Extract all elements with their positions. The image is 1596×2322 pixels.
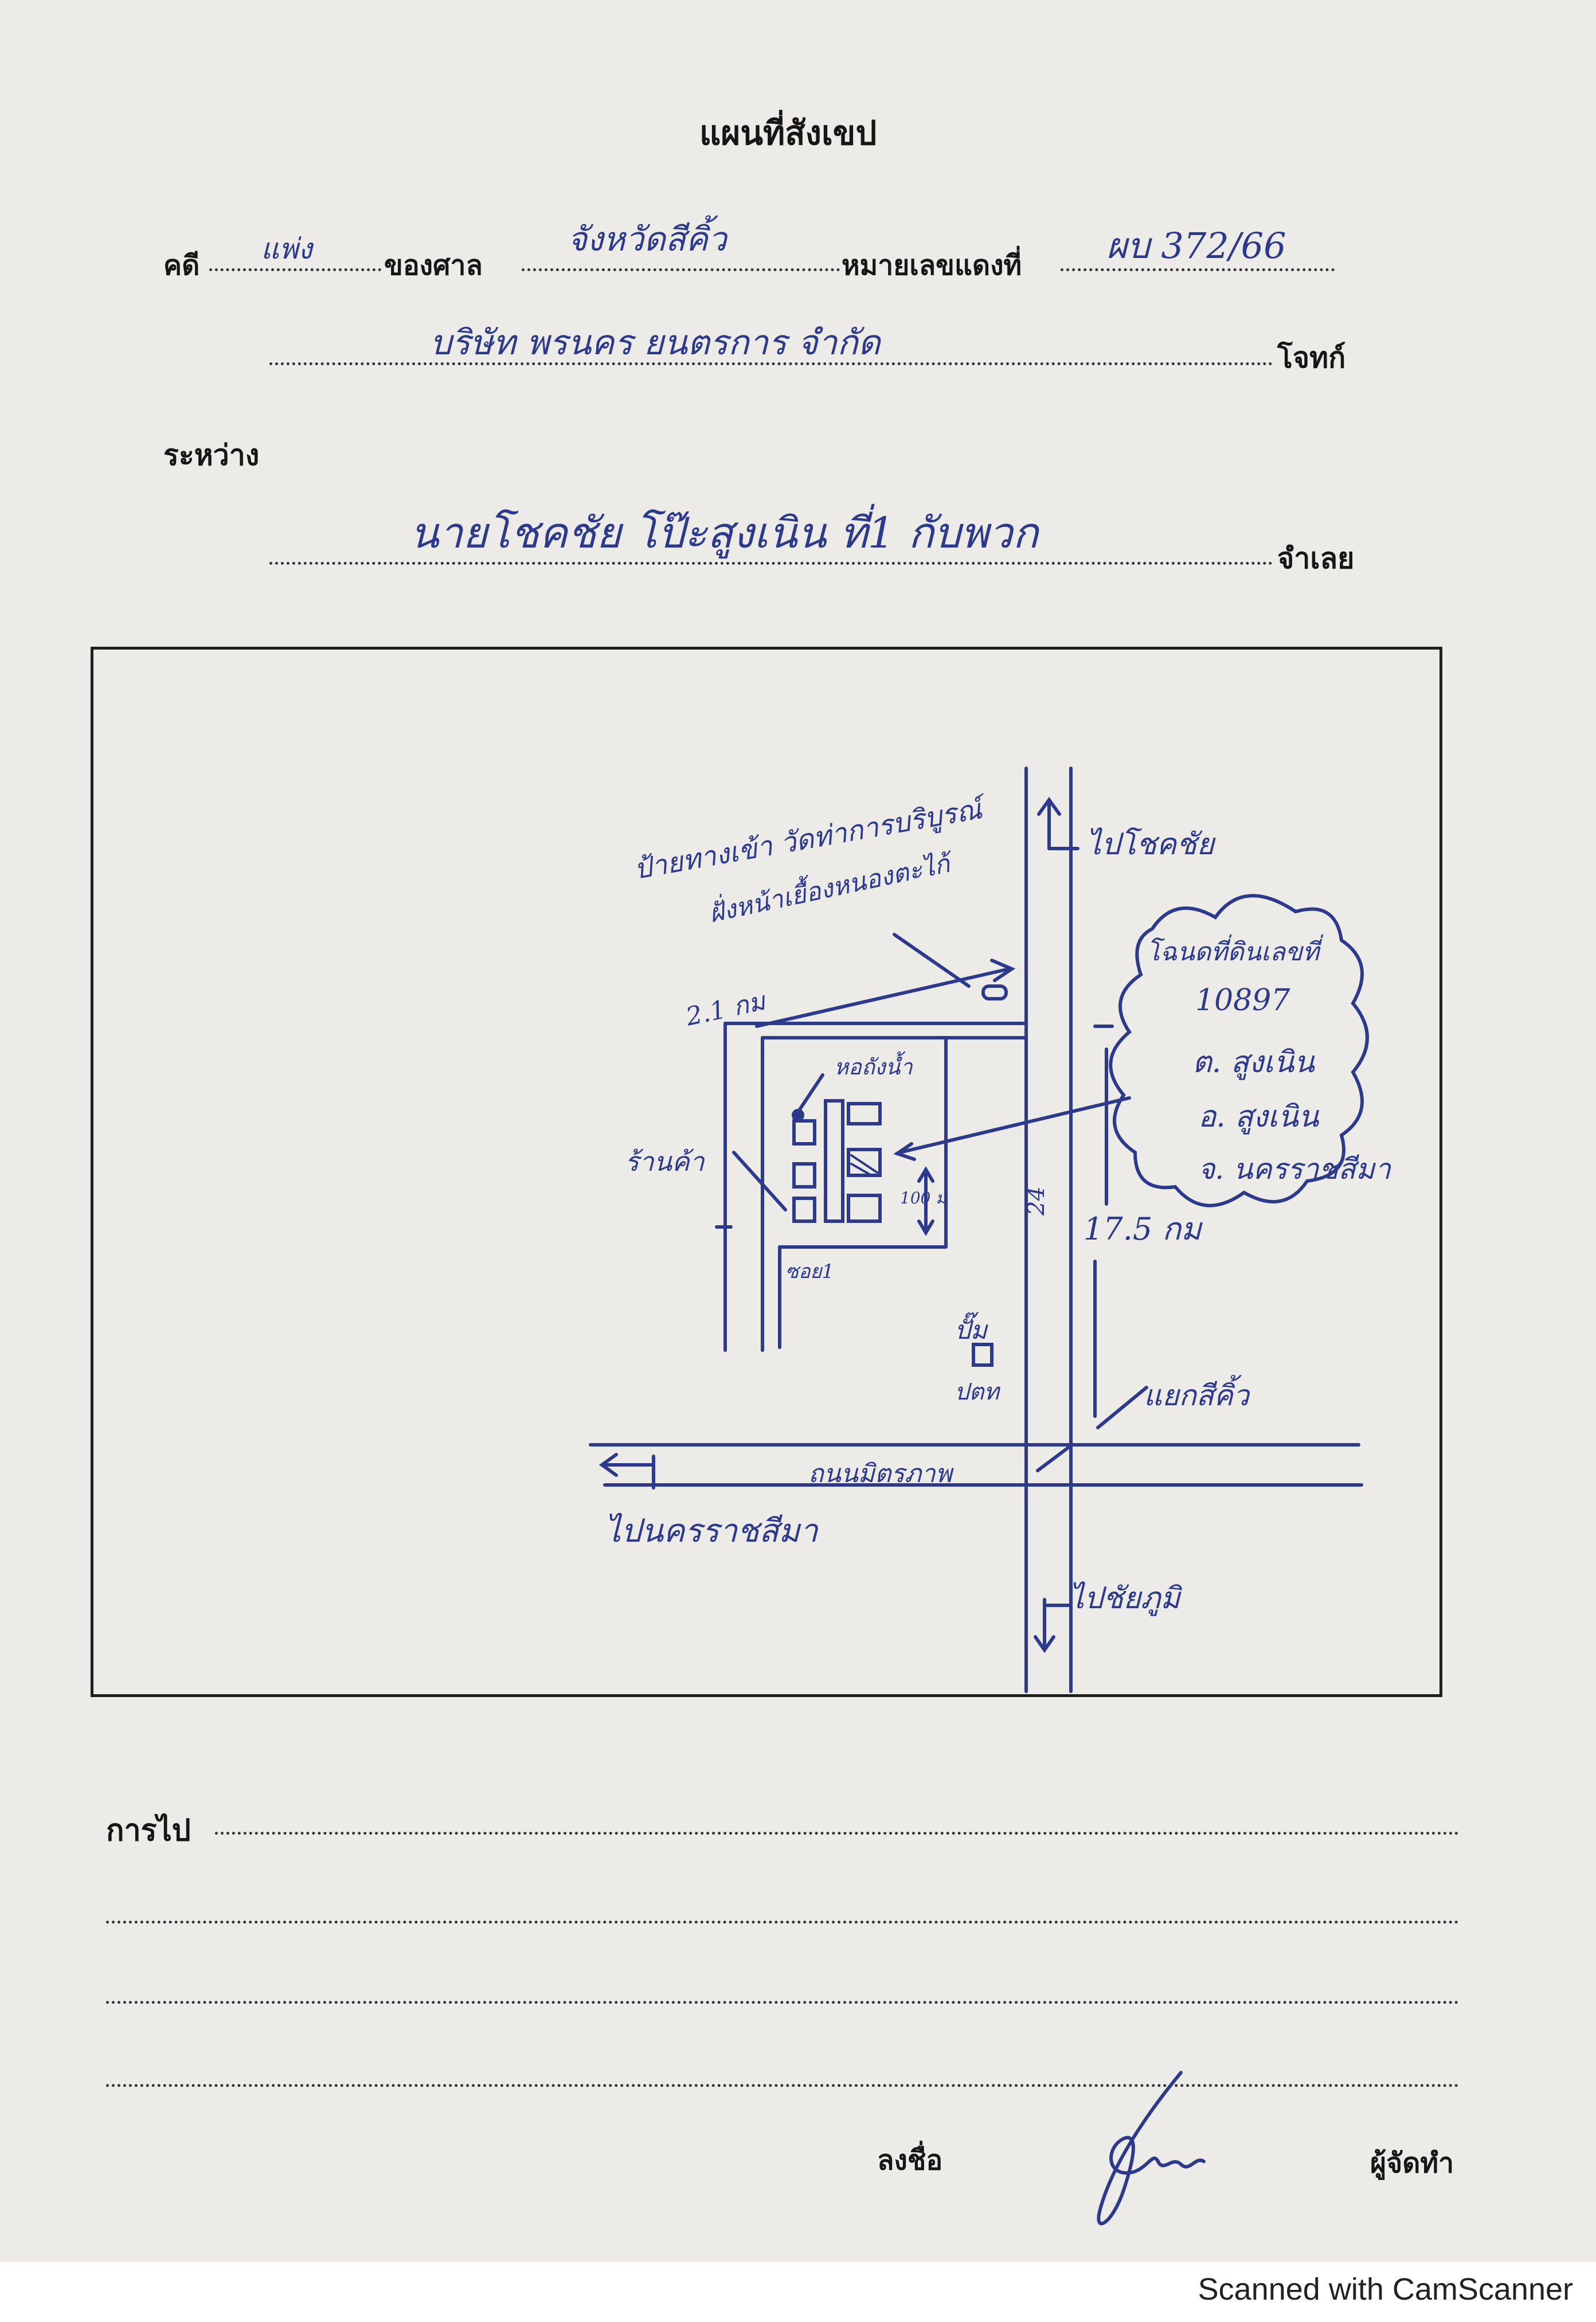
- scanner-footer: [0, 2262, 1596, 2322]
- north-arrow-head: [1037, 796, 1061, 816]
- sign-marker: [981, 984, 1008, 1000]
- gas-station-box: [972, 1343, 993, 1367]
- form-title: แผนที่สังเขป: [699, 114, 877, 153]
- distance-100m-label: 100 ม: [900, 1189, 946, 1207]
- plaintiff-label: โจทก์: [1277, 341, 1346, 374]
- directions-line-3: [106, 2001, 1459, 2004]
- south-arrow-head: [1034, 1635, 1055, 1653]
- soi-label: ซอย1: [785, 1260, 835, 1283]
- house-box-3: [847, 1194, 882, 1223]
- between-label: ระหว่าง: [163, 439, 260, 472]
- road-name-label: ถนนมิตรภาพ: [808, 1459, 952, 1488]
- cloud-line4: อ. สูงเนิน: [1198, 1100, 1319, 1134]
- house-box-1: [847, 1102, 882, 1125]
- distance-large-label: 17.5 กม: [1083, 1211, 1202, 1247]
- junction-pointer-2: [1036, 1443, 1074, 1472]
- case-number-label: หมายเลขแดงที่: [842, 249, 1022, 282]
- shop-pointer: [732, 1151, 787, 1211]
- defendant-label: จำเลย: [1277, 542, 1355, 575]
- hatch-marks: [850, 1154, 878, 1176]
- water-tower-label: หอถังน้ำ: [834, 1054, 913, 1080]
- sign-pointer: [893, 933, 971, 988]
- directions-line-1: [215, 1832, 1459, 1835]
- west-arrow-head: [598, 1453, 618, 1477]
- sketch-map-frame: [91, 647, 1442, 1697]
- gas-station-line2: ปตท: [955, 1379, 999, 1405]
- junction-label: แยกสีคิ้ว: [1144, 1379, 1249, 1412]
- directions-line-4: [106, 2084, 1459, 2087]
- plaintiff-dotted-line: [269, 362, 1273, 365]
- shop-box-3: [792, 1197, 816, 1223]
- court-dotted-line: [522, 268, 840, 271]
- case-label: คดี: [163, 249, 200, 282]
- plaintiff-value: บริษัท พรนคร ยนตรการ จำกัด: [430, 323, 881, 363]
- sign-to-road-arrow: [755, 967, 1011, 1028]
- case-number-value: ผบ 372/66: [1106, 225, 1286, 267]
- document-page: แผนที่สังเขป คดี แพ่ง ของศาล จังหวัดสีคิ…: [0, 0, 1596, 2262]
- case-value: แพ่ง: [261, 232, 312, 265]
- parcel-pointer: [898, 1096, 1131, 1154]
- parcel-info-cloud: [1109, 894, 1369, 1207]
- parcel-pointer-head: [893, 1142, 916, 1161]
- junction-pointer: [1096, 1386, 1148, 1429]
- shop-box-1: [792, 1119, 816, 1146]
- to-south-label: ไปชัยภูมิ: [1069, 1581, 1180, 1616]
- cloud-line3: ต. สูงเนิน: [1192, 1045, 1315, 1080]
- sign-label: ลงชื่อ: [877, 2144, 943, 2176]
- directions-line-2: [106, 1921, 1459, 1924]
- signature-scribble: [1097, 2071, 1206, 2226]
- case-number-dotted-line: [1061, 268, 1335, 271]
- sketch-map-drawing: [589, 767, 1369, 1693]
- scanner-watermark-text: Scanned with CamScanner: [1198, 2272, 1573, 2307]
- water-tower-dot: [792, 1109, 804, 1121]
- dimension-arrow-top: [917, 1166, 934, 1183]
- preparer-label: ผู้จัดทำ: [1370, 2147, 1454, 2179]
- water-tower-pointer: [798, 1073, 824, 1111]
- cloud-line1: โฉนดที่ดินเลขที่: [1147, 937, 1319, 967]
- cloud-line5: จ. นครราชสีมา: [1198, 1152, 1391, 1186]
- house-box-2: [847, 1148, 882, 1177]
- court-label: ของศาล: [384, 249, 483, 282]
- sign-to-road-arrow-head: [990, 959, 1016, 982]
- defendant-dotted-line: [269, 562, 1273, 565]
- case-dotted-line: [209, 268, 381, 271]
- court-value: จังหวัดสีคิ้ว: [568, 220, 727, 259]
- gas-station-line1: ปั๊ม: [955, 1316, 987, 1345]
- cloud-line2: 10897: [1195, 983, 1290, 1018]
- building-strip: [824, 1099, 844, 1223]
- defendant-value: นายโชคชัย โป๊ะสูงเนิน ที่1 กับพวก: [410, 509, 1039, 558]
- to-north-label: ไปโชคชัย: [1086, 827, 1214, 862]
- dimension-arrow-bottom: [917, 1219, 934, 1236]
- to-west-label: ไปนครราชสีมา: [605, 1512, 818, 1550]
- directions-label: การไป: [106, 1813, 191, 1848]
- shop-box-2: [792, 1162, 816, 1189]
- shop-label: ร้านค้า: [625, 1146, 705, 1177]
